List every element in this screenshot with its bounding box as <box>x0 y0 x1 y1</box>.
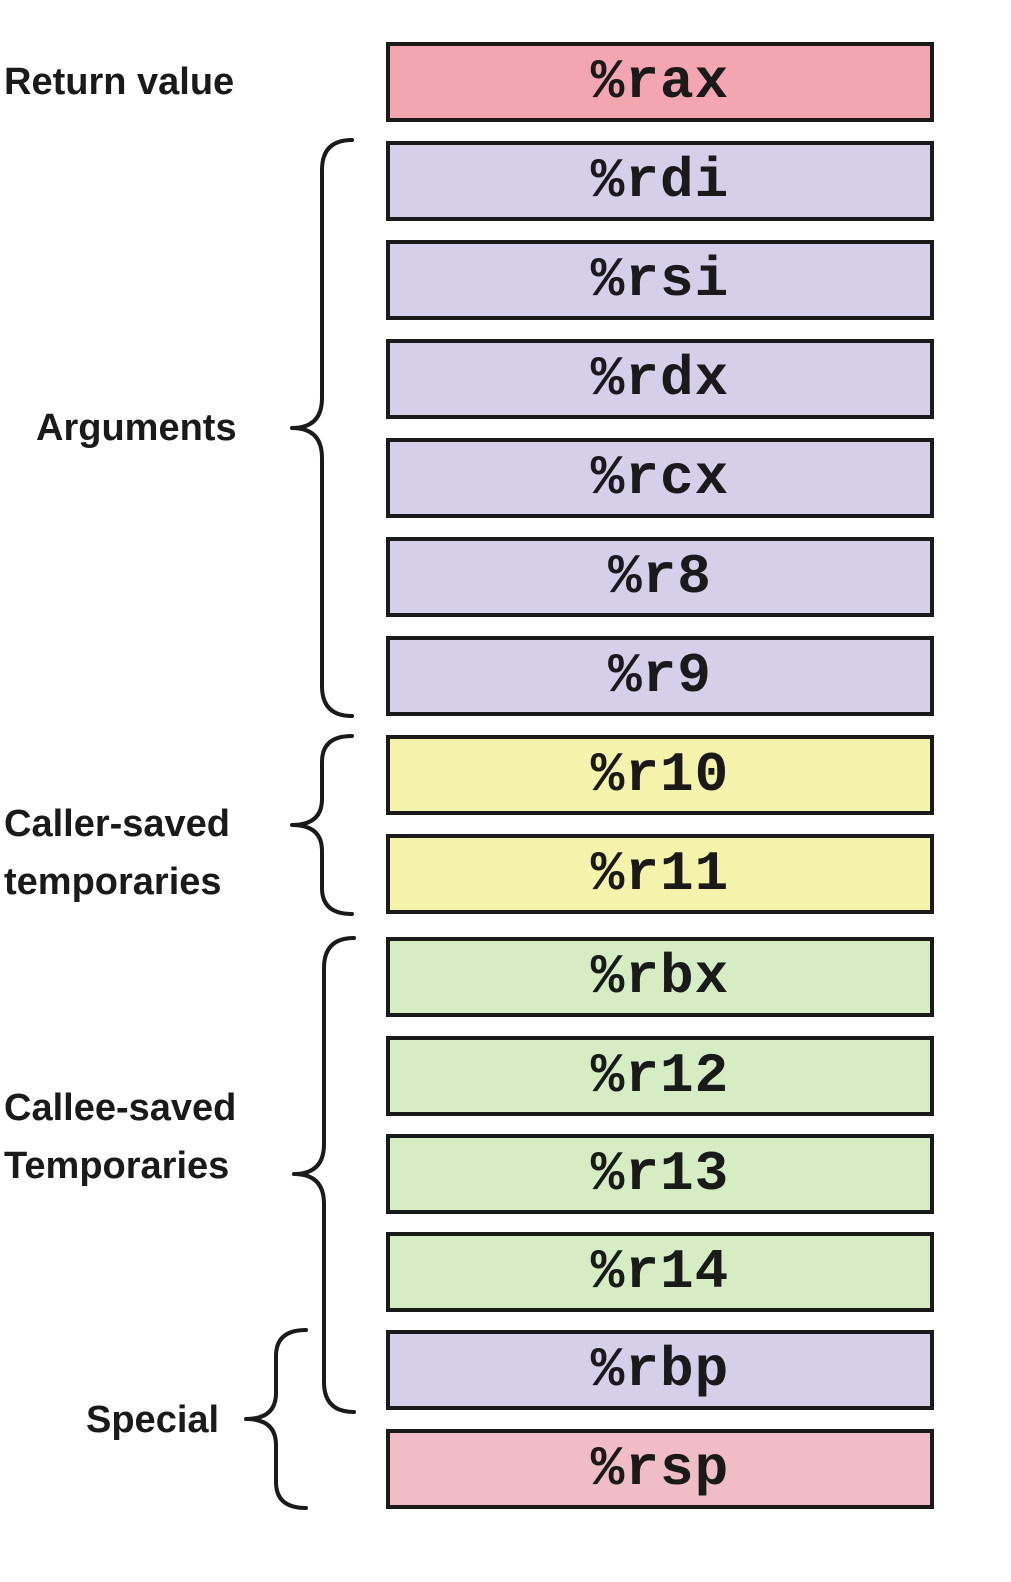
register-rdx: %rdx <box>386 339 934 419</box>
label-return-value: Return value <box>4 61 235 103</box>
register-r14: %r14 <box>386 1232 934 1312</box>
register-r8: %r8 <box>386 537 934 617</box>
label-caller-saved-line2: temporaries <box>4 861 222 903</box>
label-special: Special <box>86 1399 220 1441</box>
register-r10: %r10 <box>386 735 934 815</box>
register-rsi: %rsi <box>386 240 934 320</box>
register-rcx: %rcx <box>386 438 934 518</box>
register-rax: %rax <box>386 42 934 122</box>
brace-special <box>244 1328 308 1510</box>
brace-arguments <box>290 138 354 718</box>
register-r13: %r13 <box>386 1134 934 1214</box>
label-callee-saved-line1: Callee-saved <box>4 1087 237 1129</box>
label-arguments: Arguments <box>36 407 237 449</box>
register-rsp: %rsp <box>386 1429 934 1509</box>
register-r11: %r11 <box>386 834 934 914</box>
brace-caller-saved <box>290 734 354 916</box>
label-callee-saved-line2: Temporaries <box>4 1145 230 1187</box>
register-r9: %r9 <box>386 636 934 716</box>
register-r12: %r12 <box>386 1036 934 1116</box>
register-rbx: %rbx <box>386 937 934 1017</box>
register-rdi: %rdi <box>386 141 934 221</box>
label-caller-saved-line1: Caller-saved <box>4 803 231 845</box>
brace-callee-saved <box>292 936 356 1414</box>
register-rbp: %rbp <box>386 1330 934 1410</box>
